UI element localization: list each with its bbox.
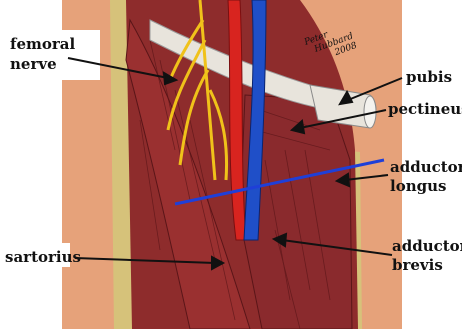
label-pubis: pubis: [406, 68, 452, 86]
label-adductor-brevis-1: adductor: [392, 237, 462, 255]
label-sartorius: sartorius: [5, 248, 81, 266]
label-adductor-longus-1: adductor: [390, 158, 462, 176]
label-nerve: nerve: [10, 55, 57, 73]
label-femoral: femoral: [10, 35, 75, 53]
label-pectineus: pectineus: [388, 100, 462, 118]
label-adductor-longus-2: longus: [390, 177, 446, 195]
label-adductor-brevis-2: brevis: [392, 256, 443, 274]
